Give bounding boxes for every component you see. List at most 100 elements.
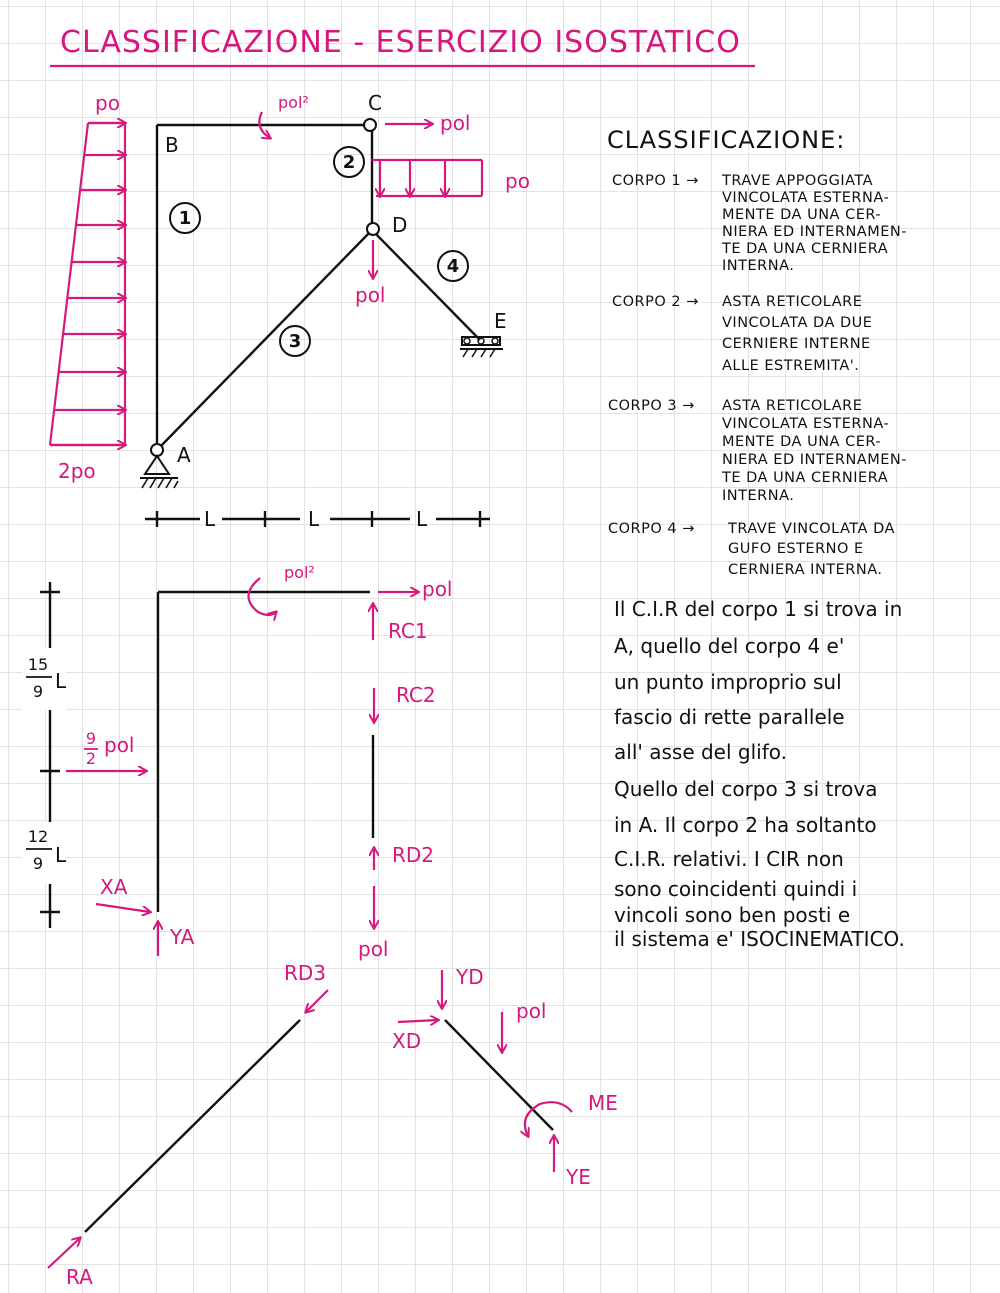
cir-line: C.I.R. relativi. I CIR non: [614, 847, 844, 871]
fbd-moment-label: pol²: [284, 563, 315, 582]
cir-line: all' asse del glifo.: [614, 740, 787, 764]
body-4-line: TRAVE VINCOLATA DA: [727, 521, 895, 537]
svg-text:2: 2: [86, 749, 96, 768]
structure-diagram: B C D E A 1 2 3 4: [48, 91, 530, 531]
classification-heading: CLASSIFICAZIONE:: [607, 126, 845, 154]
body-3-key: CORPO 3 →: [608, 398, 695, 414]
cir-line: vincoli sono ben posti e: [614, 903, 850, 927]
rd2-label: RD2: [392, 843, 434, 867]
xd-arrow: [397, 1020, 438, 1022]
rc2-label: RC2: [396, 683, 436, 707]
hinge-d: [366, 222, 380, 236]
svg-text:15: 15: [28, 655, 48, 674]
svg-text:9: 9: [33, 682, 43, 701]
rd3-label: RD3: [284, 961, 326, 985]
body-2-line: VINCOLATA DA DUE: [722, 315, 872, 331]
body-2-line: ASTA RETICOLARE: [722, 294, 862, 310]
trapezoidal-load: [48, 123, 125, 445]
body-3-line: MENTE DA UNA CER-: [722, 434, 881, 450]
dim-label-1: L: [204, 507, 216, 531]
body-number-2: 2: [333, 146, 365, 178]
body-1-line: VINCOLATA ESTERNA-: [722, 190, 889, 206]
body-1-line: INTERNA.: [722, 258, 794, 274]
dim-label-3: L: [416, 507, 428, 531]
cir-line: Quello del corpo 3 si trova: [614, 777, 877, 801]
node-label-b: B: [165, 133, 179, 157]
svg-text:2: 2: [343, 152, 356, 173]
cir-line: in A. Il corpo 2 ha soltanto: [614, 813, 877, 837]
body-1-line: MENTE DA UNA CER-: [722, 207, 881, 223]
free-body-diagram-1: 15 9 L 12 9 L 9 2 pol pol² pol RC1: [22, 563, 453, 961]
ra-arrow: [47, 1238, 80, 1269]
dim-fraction-lower: 12 9 L: [22, 822, 67, 884]
pol-bottom-label: pol: [358, 937, 389, 961]
svg-text:L: L: [55, 669, 67, 693]
fbd-member-3: [84, 1019, 301, 1233]
fbd2-pol-label: pol: [516, 999, 547, 1023]
body-number-4: 4: [437, 250, 469, 282]
body-number-3: 3: [279, 325, 311, 357]
body-number-1: 1: [169, 202, 201, 234]
load-label-bottom: 2po: [58, 459, 96, 483]
force-label-c: pol: [440, 111, 471, 135]
svg-text:4: 4: [447, 256, 460, 277]
cir-paragraph: Il C.I.R del corpo 1 si trova in A, quel…: [614, 597, 905, 951]
rd3-arrow: [306, 989, 329, 1012]
svg-text:9: 9: [33, 854, 43, 873]
body-3-line: TE DA UNA CERNIERA: [721, 470, 888, 486]
ya-label: YA: [169, 925, 195, 949]
node-label-e: E: [494, 309, 507, 333]
dim-label-2: L: [308, 507, 320, 531]
classification-section: CLASSIFICAZIONE: CORPO 1 → TRAVE APPOGGI…: [607, 126, 907, 578]
free-body-diagram-2: RD3 RA YD XD pol ME YE: [47, 961, 618, 1289]
body-2-line: ALLE ESTREMITA'.: [722, 358, 859, 374]
yd-label: YD: [455, 965, 484, 989]
node-label-c: C: [368, 91, 382, 115]
rc1-label: RC1: [388, 619, 428, 643]
distributed-load-cd: [372, 158, 484, 196]
body-3-line: ASTA RETICOLARE: [722, 398, 862, 414]
svg-text:3: 3: [289, 331, 302, 352]
cir-line: A, quello del corpo 4 e': [614, 634, 844, 658]
dim-fraction-upper: 15 9 L: [22, 648, 67, 710]
me-label: ME: [588, 1091, 618, 1115]
body-1-key: CORPO 1 →: [612, 173, 699, 189]
body-4-line: CERNIERA INTERNA.: [728, 562, 883, 578]
load-label-top: po: [95, 91, 120, 115]
cir-line: il sistema e' ISOCINEMATICO.: [614, 927, 905, 951]
page-title: CLASSIFICAZIONE - ESERCIZIO ISOSTATICO: [60, 25, 741, 60]
cir-line: fascio di rette parallele: [614, 705, 845, 729]
svg-text:L: L: [55, 843, 67, 867]
body-3-line: VINCOLATA ESTERNA-: [722, 416, 889, 432]
node-label-d: D: [392, 213, 407, 237]
cir-line: sono coincidenti quindi i: [614, 877, 857, 901]
xa-arrow: [95, 902, 150, 912]
force-label-d: pol: [355, 283, 386, 307]
fbd-force-label-top: pol: [422, 577, 453, 601]
body-4-line: GUFO ESTERNO E: [728, 541, 864, 557]
member-de: [371, 229, 481, 341]
member-ad: [156, 229, 373, 451]
svg-text:9: 9: [86, 729, 96, 748]
pin-support-a: [140, 443, 179, 489]
dimension-line: [145, 511, 490, 527]
ra-label: RA: [66, 1265, 93, 1289]
body-1-line: NIERA ED INTERNAMEN-: [722, 224, 907, 240]
body-2-key: CORPO 2 →: [612, 294, 699, 310]
body-3-line: NIERA ED INTERNAMEN-: [722, 452, 907, 468]
body-1-line: TRAVE APPOGGIATA: [721, 173, 873, 189]
body-4-key: CORPO 4 →: [608, 521, 695, 537]
resultant-label: 9 2 pol: [84, 729, 135, 768]
body-2-line: CERNIERE INTERNE: [722, 336, 871, 352]
dist-load-label-cd: po: [505, 169, 530, 193]
moment-label-bc: pol²: [278, 93, 309, 112]
glifo-support-e: [460, 336, 503, 358]
hinge-c: [363, 118, 377, 132]
fbd-member-4: [444, 1019, 554, 1131]
xd-label: XD: [392, 1029, 421, 1053]
cir-line: Il C.I.R del corpo 1 si trova in: [614, 597, 902, 621]
node-label-a: A: [177, 443, 191, 467]
ye-label: YE: [565, 1165, 591, 1189]
xa-label: XA: [100, 875, 128, 899]
